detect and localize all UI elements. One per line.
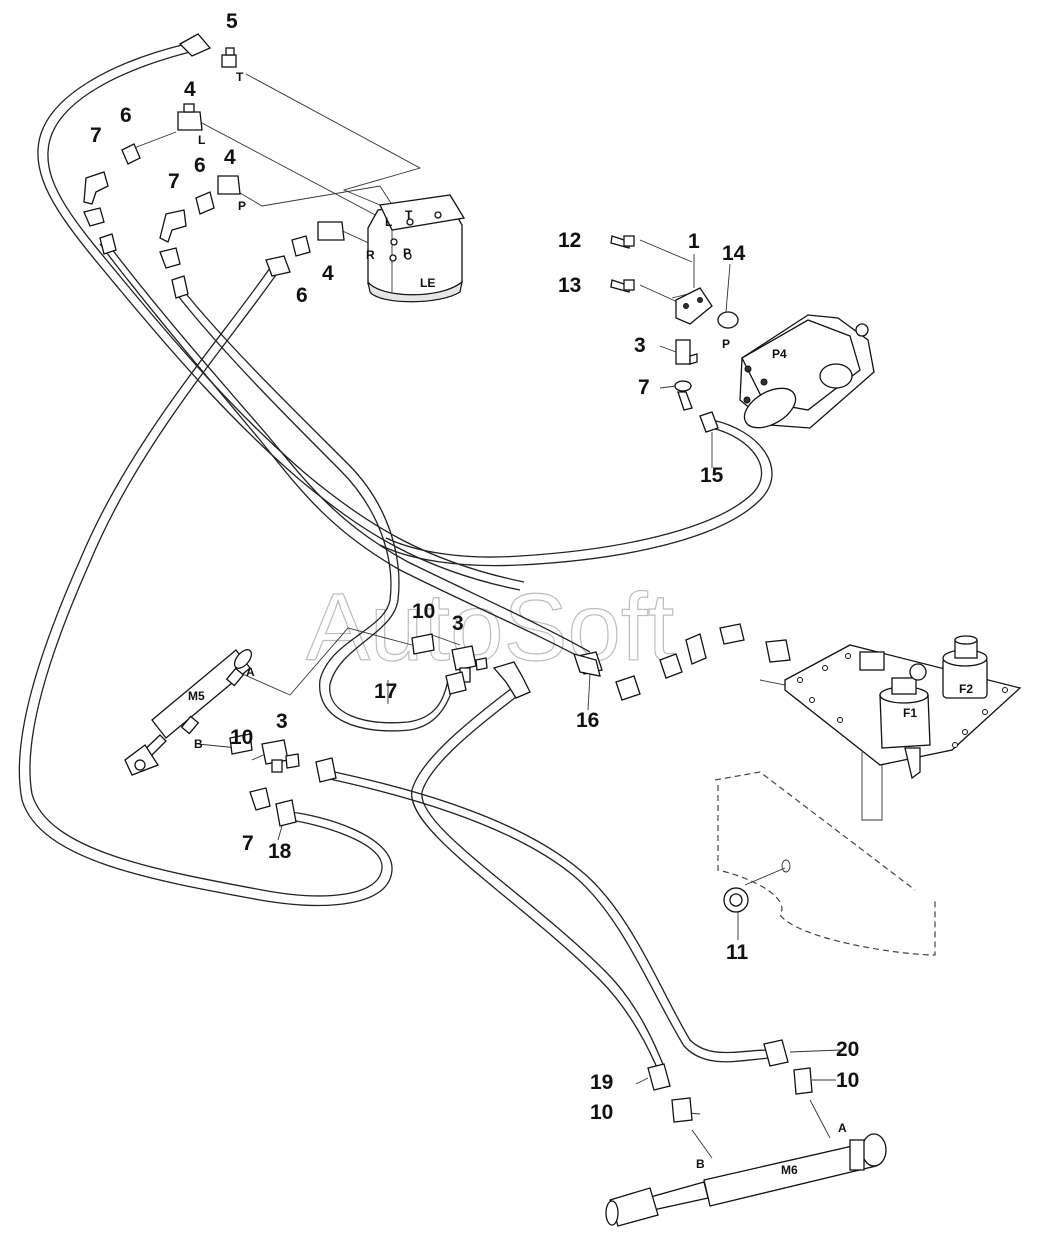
pump-fittings bbox=[674, 339, 719, 433]
callout-7: 7 bbox=[90, 124, 102, 147]
cylinder-m6-label: M6 bbox=[781, 1163, 798, 1177]
callout-12: 12 bbox=[558, 229, 581, 252]
port-label-t-top: T bbox=[236, 70, 244, 84]
port-label-l-top: L bbox=[198, 133, 205, 147]
small-fittings bbox=[83, 33, 813, 1123]
pump-label: P4 bbox=[772, 347, 787, 361]
steering-unit-le: LE T L P R bbox=[366, 194, 466, 303]
o-ring bbox=[717, 311, 739, 329]
pump-p4: P4 bbox=[739, 314, 875, 429]
port-label-t: T bbox=[405, 208, 413, 222]
filter-plate: F2 F1 bbox=[784, 635, 1022, 821]
filter-fittings bbox=[577, 623, 791, 701]
callout-7: 7 bbox=[638, 376, 650, 399]
callout-7: 7 bbox=[168, 170, 180, 193]
fitting-port-labels: T L P P bbox=[198, 70, 730, 351]
callout-10: 10 bbox=[412, 600, 435, 623]
callout-4: 4 bbox=[184, 78, 196, 101]
port-label-p-pump: P bbox=[722, 337, 730, 351]
callout-20: 20 bbox=[836, 1038, 859, 1061]
callout-1: 1 bbox=[688, 230, 700, 253]
hose-group bbox=[18, 43, 773, 1076]
callout-5: 5 bbox=[226, 10, 238, 33]
callout-18: 18 bbox=[268, 840, 292, 863]
callout-4: 4 bbox=[322, 262, 334, 285]
port-label-p-top: P bbox=[238, 199, 246, 213]
port-label-b-right: B bbox=[696, 1157, 705, 1171]
callout-6: 6 bbox=[296, 284, 308, 307]
port-label-a-right: A bbox=[838, 1121, 847, 1135]
callout-4: 4 bbox=[224, 146, 236, 169]
filter-2-label: F2 bbox=[959, 682, 973, 696]
bolts bbox=[610, 235, 635, 293]
port-label-p: P bbox=[403, 246, 411, 260]
callout-6: 6 bbox=[194, 154, 206, 177]
callout-10: 10 bbox=[230, 726, 253, 749]
engine-panel-outline bbox=[714, 771, 936, 956]
callout-15: 15 bbox=[700, 464, 724, 487]
filter-1-label: F1 bbox=[903, 706, 917, 720]
pump-flange bbox=[675, 287, 739, 329]
port-label-r: R bbox=[366, 248, 375, 262]
callout-16: 16 bbox=[576, 709, 599, 732]
cylinder-m6: M6 A B bbox=[605, 1121, 887, 1227]
port-label-l: L bbox=[385, 215, 392, 229]
callout-leaders bbox=[277, 254, 841, 1085]
callout-17: 17 bbox=[374, 680, 397, 703]
port-label-a-left: A bbox=[246, 665, 255, 679]
cylinder-m5: M5 A B bbox=[124, 649, 255, 776]
callout-19: 19 bbox=[590, 1071, 613, 1094]
callout-numbers: 5 4 6 7 6 4 7 4 6 12 1 14 13 3 7 15 10 3… bbox=[90, 10, 859, 1124]
callout-6: 6 bbox=[120, 104, 132, 127]
cylinder-m5-label: M5 bbox=[188, 689, 205, 703]
callout-11: 11 bbox=[726, 941, 749, 964]
callout-7: 7 bbox=[242, 832, 254, 855]
callout-14: 14 bbox=[722, 242, 746, 265]
callout-3: 3 bbox=[634, 334, 646, 357]
callout-10: 10 bbox=[590, 1101, 613, 1124]
callout-13: 13 bbox=[558, 274, 581, 297]
callout-3: 3 bbox=[452, 612, 464, 635]
callout-3: 3 bbox=[276, 710, 288, 733]
port-label-b-left: B bbox=[194, 737, 203, 751]
watermark: AutoSoft bbox=[306, 574, 674, 681]
steering-unit-label: LE bbox=[420, 276, 435, 290]
callout-10: 10 bbox=[836, 1069, 859, 1092]
